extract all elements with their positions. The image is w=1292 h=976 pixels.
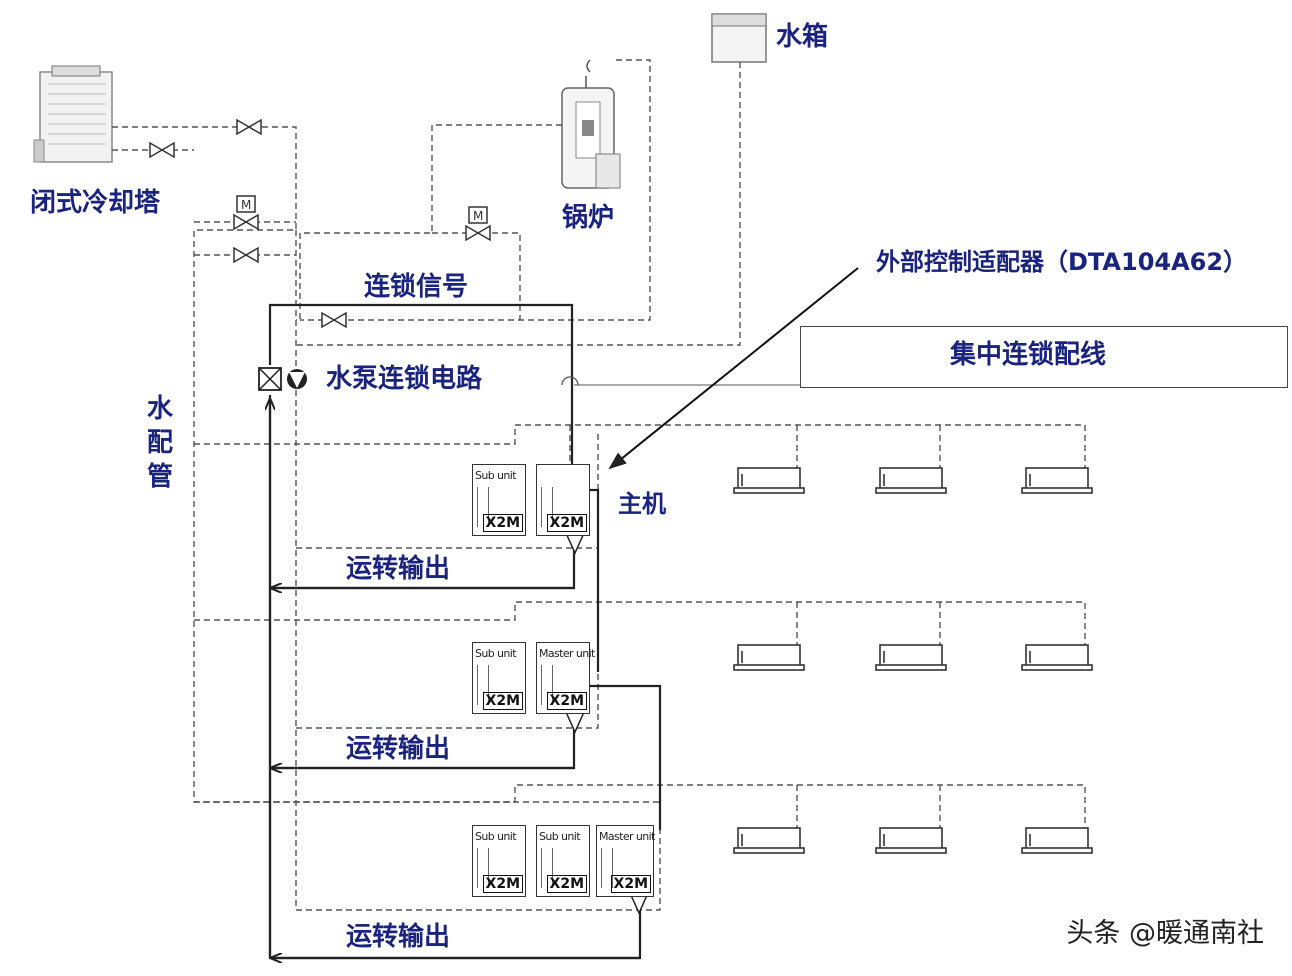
water-tank-icon	[711, 13, 767, 63]
outdoor-unit-t3-sub-1: Sub unit X2M	[472, 825, 526, 897]
outdoor-unit-t2-master: Master unit X2M	[536, 642, 595, 714]
coil-icon	[477, 487, 489, 527]
indoor-unit-1-2	[875, 467, 947, 494]
terminal-label: X2M	[546, 692, 587, 710]
adapter-label: 外部控制适配器（DTA104A62）	[876, 248, 1248, 276]
outdoor-unit-t3-master: Master unit X2M	[596, 825, 655, 897]
water-piping	[112, 59, 1086, 911]
central-interlock-line	[561, 376, 800, 386]
indoor-unit-2-3	[1021, 644, 1093, 671]
indoor-unit-2-1	[733, 644, 805, 671]
valve-motor-label-2: M	[473, 209, 483, 223]
terminal-label: X2M	[610, 875, 651, 893]
outdoor-unit-t1-sub: Sub unit X2M	[472, 464, 526, 536]
master-label: 主机	[618, 490, 666, 518]
run-output-label-1: 运转输出	[346, 554, 451, 584]
indoor-unit-2-2	[875, 644, 947, 671]
valve-motor-label-1: M	[241, 198, 251, 212]
boiler-icon	[561, 59, 621, 189]
central-interlock-box	[800, 326, 1288, 388]
pump-interlock-label: 水泵连锁电路	[326, 364, 483, 394]
run-output-label-3: 运转输出	[346, 922, 451, 952]
pump-icon	[258, 367, 307, 391]
cooling-tower-label: 闭式冷却塔	[30, 188, 161, 218]
terminal-label: X2M	[546, 875, 587, 893]
water-tank-label: 水箱	[776, 22, 829, 52]
unit-type-label: Master unit	[599, 830, 655, 843]
indoor-unit-1-1	[733, 467, 805, 494]
coil-icon	[477, 665, 489, 705]
watermark: 头条 @暖通南社	[1066, 918, 1264, 949]
interlock-signal-label: 连锁信号	[364, 272, 469, 302]
cooling-tower-icon	[33, 65, 113, 163]
indoor-unit-3-2	[875, 827, 947, 854]
outdoor-unit-t1-master: X2M	[536, 464, 590, 536]
indoor-units	[733, 467, 1093, 854]
unit-type-label: Sub unit	[475, 647, 517, 660]
terminal-label: X2M	[482, 875, 523, 893]
unit-type-label: Sub unit	[475, 830, 517, 843]
unit-type-label: Master unit	[539, 647, 595, 660]
boiler-label: 锅炉	[562, 203, 615, 233]
outdoor-unit-t2-sub: Sub unit X2M	[472, 642, 526, 714]
terminal-label: X2M	[482, 514, 523, 532]
run-output-label-2: 运转输出	[346, 734, 451, 764]
adapter-pointer-arrow	[608, 267, 859, 470]
coil-icon	[541, 487, 553, 527]
coil-icon	[541, 665, 553, 705]
terminal-label: X2M	[546, 514, 587, 532]
unit-type-label: Sub unit	[539, 830, 581, 843]
indoor-unit-3-3	[1021, 827, 1093, 854]
central-interlock-label: 集中连锁配线	[950, 340, 1107, 370]
coil-icon	[601, 848, 613, 888]
valve-icons	[149, 118, 491, 329]
coil-icon	[477, 848, 489, 888]
outdoor-unit-t3-sub-2: Sub unit X2M	[536, 825, 590, 897]
unit-type-label: Sub unit	[475, 469, 517, 482]
indoor-unit-1-3	[1021, 467, 1093, 494]
coil-icon	[541, 848, 553, 888]
indoor-unit-3-1	[733, 827, 805, 854]
terminal-label: X2M	[482, 692, 523, 710]
water-pipe-label: 水配管	[146, 394, 173, 492]
